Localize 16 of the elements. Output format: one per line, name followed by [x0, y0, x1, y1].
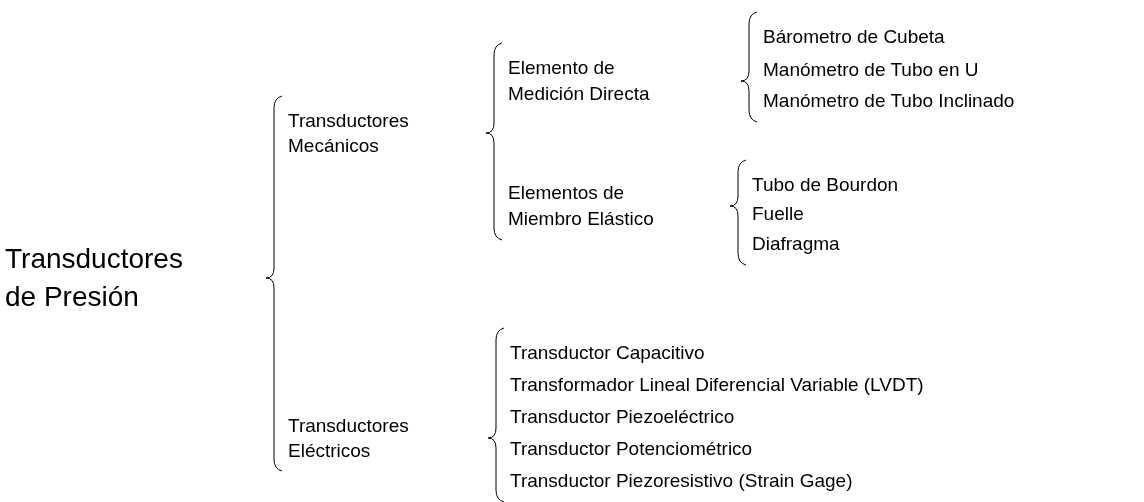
- item-label: Transductor Capacitivo: [510, 340, 705, 366]
- item-label: Transductor Piezoresistivo (Strain Gage): [510, 468, 853, 494]
- item-label: Transductor Piezoeléctrico: [510, 404, 735, 430]
- item-label: Manómetro de Tubo Inclinado: [763, 88, 1015, 114]
- item-label: Fuelle: [752, 201, 804, 227]
- item-label: Diafragma: [752, 231, 840, 257]
- item-label: Elementos de Miembro Elástico: [508, 180, 673, 232]
- item-label: Elemento de Medición Directa: [508, 55, 668, 107]
- item-label: Transformador Lineal Diferencial Variable (LVDT): [510, 372, 924, 398]
- item-label: Bárometro de Cubeta: [763, 24, 945, 50]
- category-label: Transductores Mecánicos: [288, 108, 438, 158]
- category-label: Transductores Eléctricos: [288, 413, 438, 463]
- root-label: Transductores de Presión: [5, 240, 205, 316]
- item-label: Transductor Potenciométrico: [510, 436, 753, 462]
- item-label: Tubo de Bourdon: [752, 172, 899, 198]
- item-label: Manómetro de Tubo en U: [763, 57, 979, 83]
